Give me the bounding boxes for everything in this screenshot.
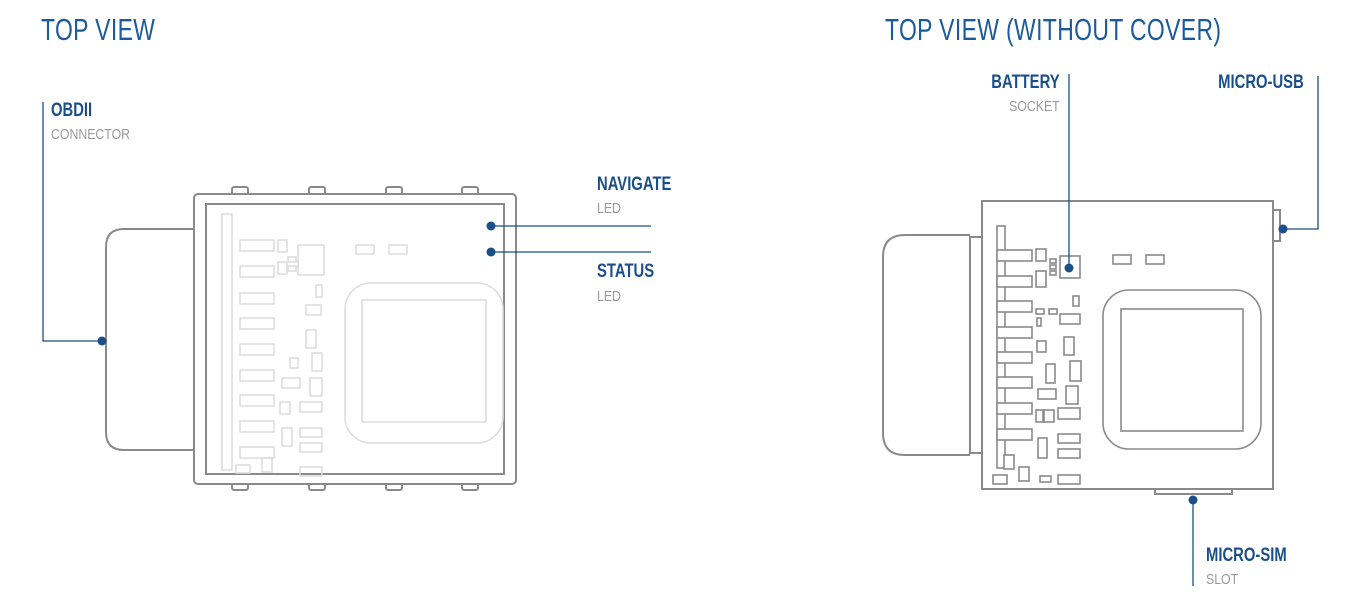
- status-label: STATUS: [597, 261, 655, 282]
- right-leader-lines: [1068, 74, 1319, 586]
- micro-sim-slot: [1154, 488, 1233, 495]
- battery-socket-dot: [1064, 263, 1074, 273]
- micro-usb-port: [1272, 209, 1281, 242]
- micro-sim-dot: [1188, 495, 1198, 505]
- left-faint-board: [221, 213, 504, 477]
- right-connector-strip: [969, 236, 983, 454]
- status-sublabel: LED: [597, 288, 621, 305]
- obdii-label: OBDII: [51, 100, 93, 121]
- battery-sublabel: SOCKET: [1009, 98, 1060, 115]
- left-obd-plug: [105, 228, 194, 451]
- micro-usb-leader-line: [1283, 76, 1319, 230]
- navigate-sublabel: LED: [597, 200, 621, 217]
- micro-usb-label: MICRO-USB: [1218, 72, 1304, 93]
- micro-sim-sublabel: SLOT: [1206, 571, 1239, 588]
- left-leader-lines: [42, 102, 651, 342]
- micro-sim-label: MICRO-SIM: [1206, 545, 1287, 566]
- right-view-title: TOP VIEW (WITHOUT COVER): [885, 12, 1222, 47]
- micro-usb-dot: [1278, 224, 1288, 234]
- left-view-title: TOP VIEW: [41, 12, 156, 47]
- left-case-outer: [193, 193, 517, 485]
- obdii-connector-dot: [97, 336, 107, 346]
- obdii-leader-line: [42, 102, 102, 342]
- obdii-sublabel: CONNECTOR: [51, 126, 131, 143]
- navigate-label: NAVIGATE: [597, 174, 672, 195]
- right-obd-plug: [882, 234, 970, 456]
- left-device: [105, 186, 517, 491]
- left-case-inner: [205, 203, 505, 475]
- right-device: [882, 200, 1281, 495]
- battery-label: BATTERY: [991, 72, 1060, 93]
- right-board-components: [992, 225, 1262, 485]
